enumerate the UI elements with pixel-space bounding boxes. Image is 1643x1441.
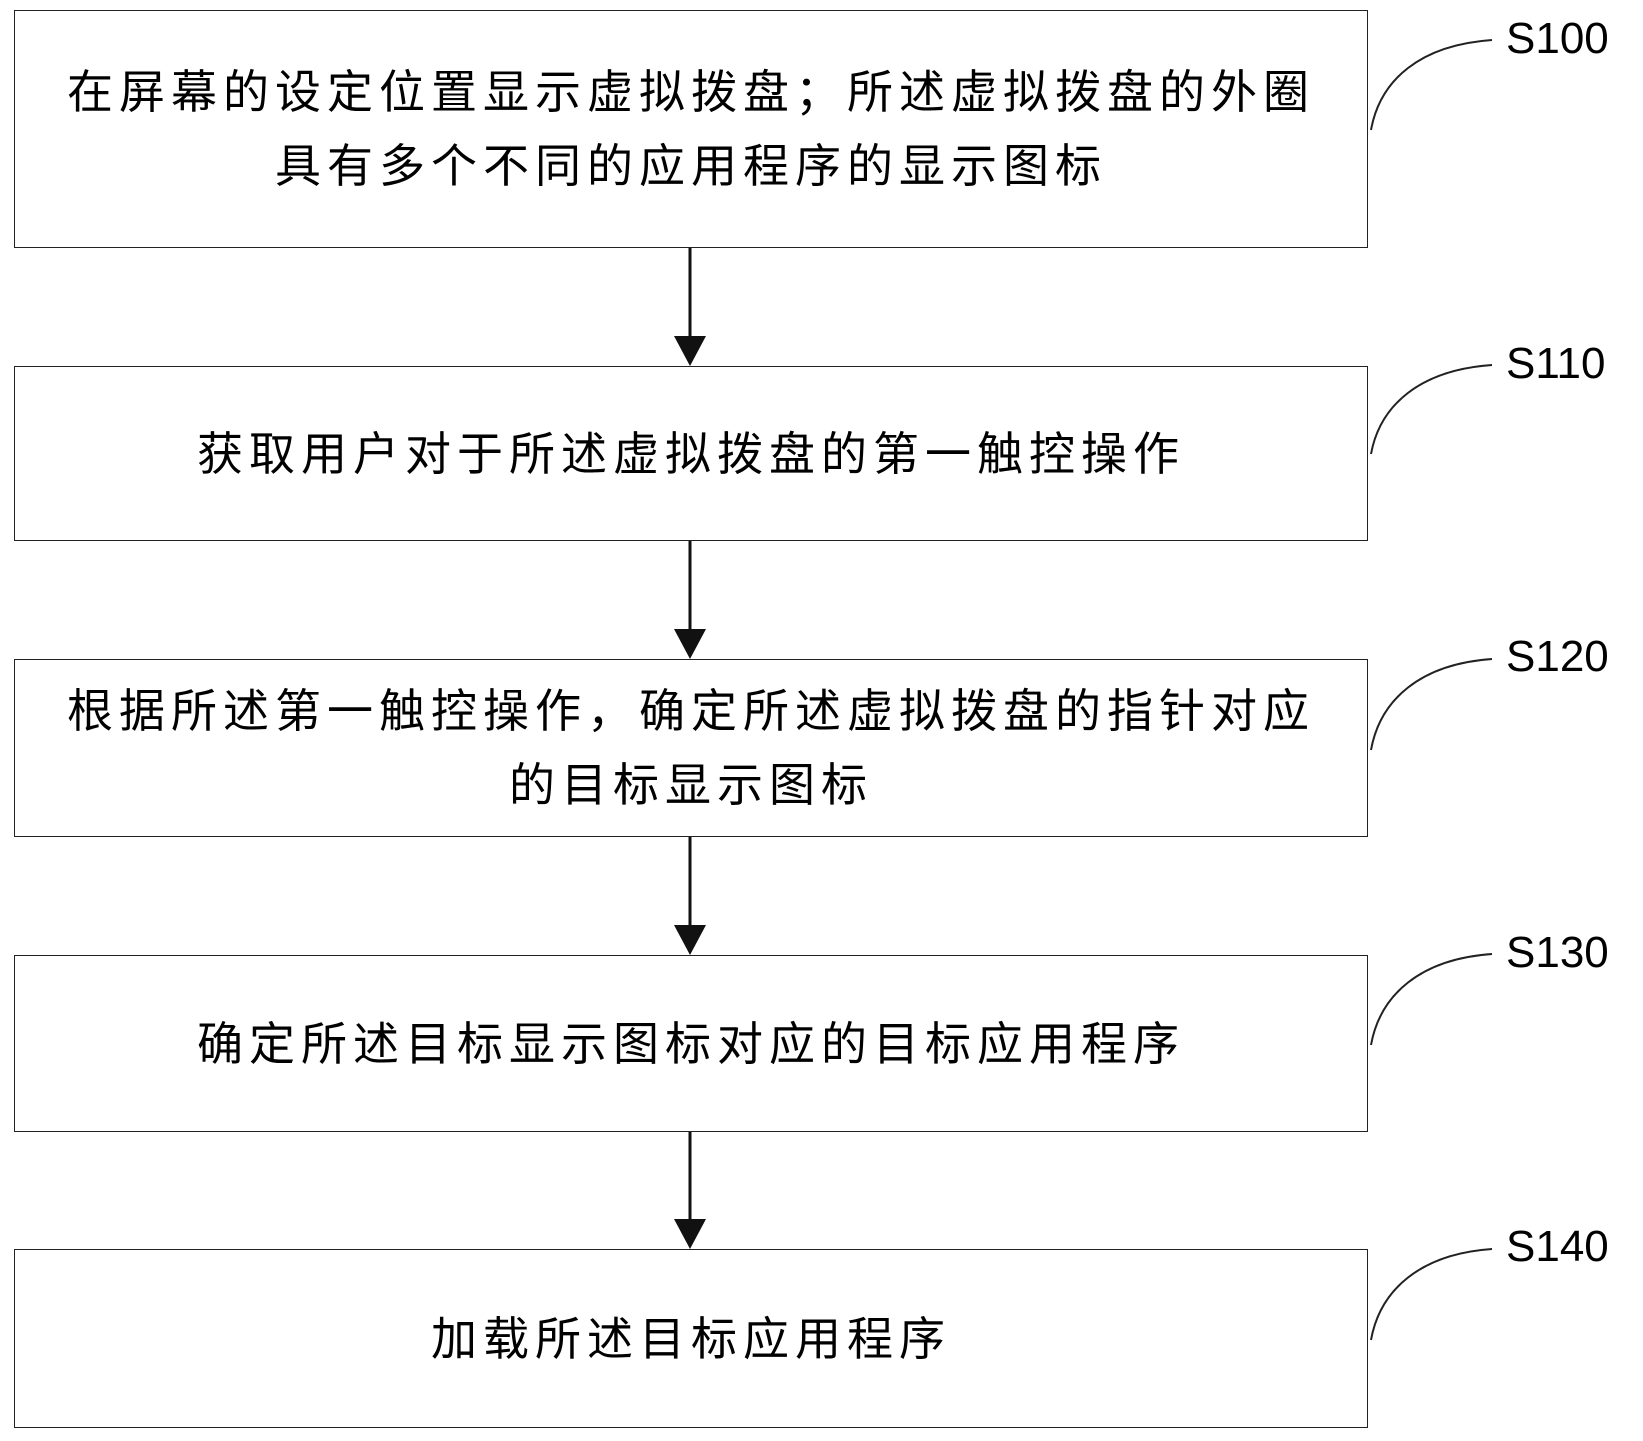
leader-s120 xyxy=(1371,659,1492,750)
leader-s130 xyxy=(1371,954,1492,1045)
arrow-s130-s140 xyxy=(674,1132,706,1249)
leader-s110 xyxy=(1371,365,1492,454)
arrow-s120-s130 xyxy=(674,837,706,955)
arrow-s110-s120 xyxy=(674,541,706,659)
leader-s100 xyxy=(1371,40,1492,130)
arrow-s100-s110 xyxy=(674,248,706,366)
leader-s140 xyxy=(1371,1249,1492,1340)
